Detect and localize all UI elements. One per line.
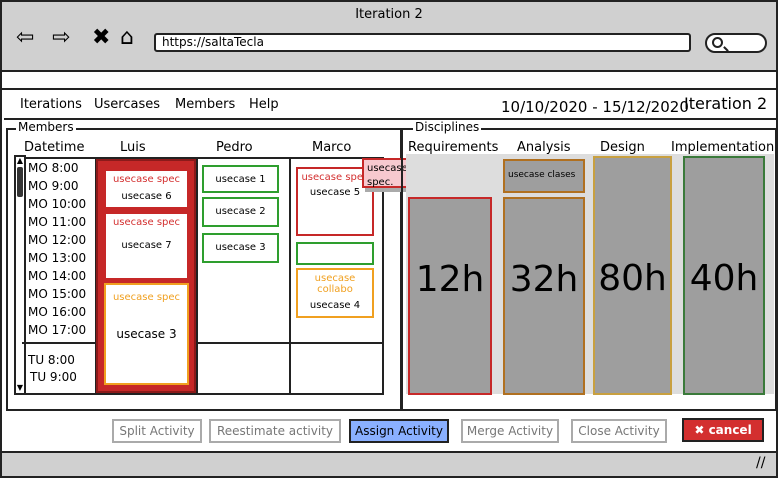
card-type: usecase spec	[112, 174, 181, 185]
discipline-requirements-column[interactable]: 12h	[408, 197, 492, 395]
status-bar: //	[2, 451, 776, 476]
activity-card[interactable]: usecase spec usecase 7	[104, 212, 189, 280]
activity-card-empty[interactable]	[296, 242, 374, 265]
split-activity-button[interactable]: Split Activity	[112, 419, 202, 443]
cancel-button[interactable]: ✖ cancel	[682, 418, 764, 442]
time-slot: TU 9:00	[30, 370, 77, 384]
card-name: usecase 4	[309, 300, 361, 311]
cancel-label: cancel	[708, 423, 752, 437]
disciplines-label: Disciplines	[413, 120, 482, 134]
browser-search[interactable]	[705, 33, 767, 53]
close-icon: ✖	[694, 423, 705, 437]
disciplines-panel	[401, 128, 777, 411]
discipline-requirements-label: Requirements	[408, 140, 499, 155]
time-column: MO 8:00 MO 9:00 MO 10:00 MO 11:00 MO 12:…	[22, 157, 97, 395]
card-name: usecase 6	[121, 191, 172, 202]
menu-usercases[interactable]: Usercases	[94, 97, 161, 112]
menu-members[interactable]: Members	[175, 97, 236, 112]
discipline-implementation-column[interactable]: 40h	[683, 156, 765, 395]
merge-activity-button[interactable]: Merge Activity	[461, 419, 559, 443]
discipline-design-label: Design	[600, 140, 645, 155]
card-name: usecase 5	[309, 187, 361, 198]
time-slot: MO 13:00	[28, 251, 87, 265]
analysis-hours: 32h	[509, 259, 579, 300]
col-luis: Luis	[120, 140, 146, 155]
browser-titlebar: Iteration 2 ⇦ ⇨ ✖ ⌂ https://saltaTecla	[2, 2, 776, 72]
scroll-up-icon[interactable]: ▲	[16, 156, 24, 165]
toolbar-strip	[2, 72, 776, 90]
activity-card[interactable]: usecase spec usecase 3	[104, 283, 189, 385]
time-slot: MO 14:00	[28, 269, 87, 283]
time-slot: MO 10:00	[28, 197, 87, 211]
card-name: usecase 1	[215, 174, 266, 185]
close-activity-button[interactable]: Close Activity	[571, 419, 667, 443]
card-type: usecase collabo	[314, 273, 356, 295]
lane-divider	[196, 157, 198, 395]
discipline-implementation-label: Implementation	[671, 140, 775, 155]
time-slot: MO 15:00	[28, 287, 87, 301]
iteration-name: Iteration 2	[684, 94, 768, 113]
discipline-analysis-label: Analysis	[517, 140, 571, 155]
iteration-dates: 10/10/2020 - 15/12/2020	[501, 98, 689, 116]
time-slot: MO 11:00	[28, 215, 87, 229]
col-marco: Marco	[312, 140, 352, 155]
requirements-hours: 12h	[415, 259, 485, 300]
col-datetime: Datetime	[24, 140, 85, 155]
back-icon[interactable]: ⇦	[16, 25, 35, 50]
card-name: usecase 3	[215, 242, 266, 253]
time-slot: MO 16:00	[28, 305, 87, 319]
activity-card[interactable]: usecase spec usecase 5	[296, 167, 374, 236]
time-slot: MO 12:00	[28, 233, 87, 247]
time-slot: MO 8:00	[28, 161, 79, 175]
members-label: Members	[16, 120, 76, 134]
reestimate-activity-button[interactable]: Reestimate activity	[209, 419, 341, 443]
scroll-thumb[interactable]	[17, 167, 23, 197]
time-slot: MO 9:00	[28, 179, 79, 193]
home-icon[interactable]: ⌂	[120, 25, 134, 50]
window-title: Iteration 2	[355, 7, 423, 22]
menu-iterations[interactable]: Iterations	[20, 97, 82, 112]
assign-activity-button[interactable]: Assign Activity	[349, 419, 449, 443]
activity-card[interactable]: usecase spec usecase 6	[104, 169, 189, 209]
card-name: usecase 3	[116, 327, 177, 341]
scroll-down-icon[interactable]: ▼	[16, 383, 24, 392]
discipline-analysis-column[interactable]: 32h	[503, 197, 585, 395]
close-icon[interactable]: ✖	[92, 25, 111, 50]
lane-divider	[289, 157, 291, 395]
day-divider	[22, 342, 384, 344]
resize-grip-icon[interactable]: //	[756, 455, 766, 471]
card-type: usecase spec	[301, 172, 369, 183]
activity-card[interactable]: usecase collabo usecase 4	[296, 268, 374, 318]
menu-bar: Iterations Usercases Members Help 10/10/…	[4, 90, 778, 120]
activity-card[interactable]: usecase 1	[202, 165, 279, 193]
analysis-tag-label: usecase clases	[508, 170, 576, 180]
schedule-grid	[97, 157, 384, 395]
implementation-hours: 40h	[689, 258, 759, 299]
time-slot: TU 8:00	[28, 353, 75, 367]
search-icon	[712, 37, 723, 48]
card-type: usecase spec	[112, 217, 181, 228]
design-hours: 80h	[598, 258, 667, 299]
schedule-scrollbar[interactable]: ▲ ▼	[14, 155, 26, 395]
analysis-tag-card[interactable]: usecase clases	[503, 159, 585, 193]
discipline-design-column[interactable]: 80h	[593, 156, 672, 395]
url-input[interactable]: https://saltaTecla	[154, 33, 691, 52]
card-name: usecase 7	[121, 240, 172, 251]
card-type: usecase spec	[112, 292, 181, 303]
menu-help[interactable]: Help	[249, 97, 279, 112]
card-name: usecase 2	[215, 206, 266, 217]
activity-card[interactable]: usecase 3	[202, 233, 279, 263]
forward-icon[interactable]: ⇨	[52, 25, 71, 50]
col-pedro: Pedro	[216, 140, 253, 155]
time-slot: MO 17:00	[28, 323, 87, 337]
activity-card[interactable]: usecase 2	[202, 197, 279, 227]
